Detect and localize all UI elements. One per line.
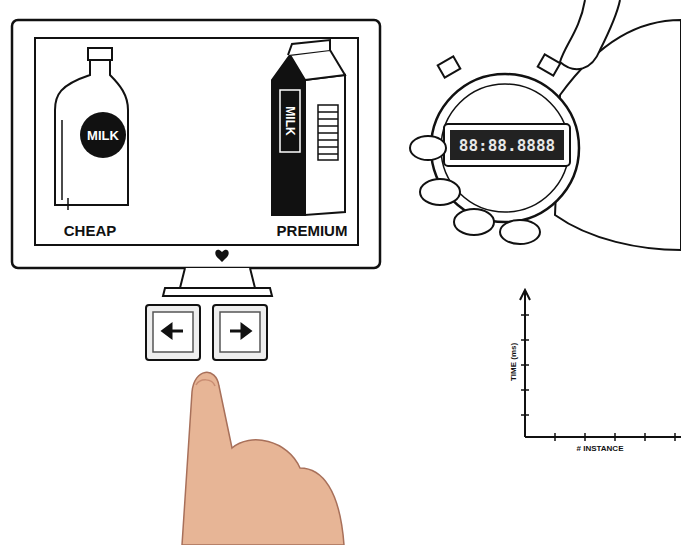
- x-axis: [525, 436, 681, 438]
- option-label: PREMIUM: [277, 222, 348, 239]
- carton-band: [280, 90, 300, 152]
- carton-seal: [288, 40, 330, 55]
- finger: [410, 136, 446, 160]
- carton-side: [305, 75, 345, 215]
- watch-button: [438, 56, 461, 77]
- finger: [454, 209, 494, 235]
- display-frame: [444, 124, 570, 166]
- carton-label-text: MILK: [283, 106, 297, 135]
- logo: [215, 250, 228, 262]
- right-key: [213, 305, 267, 360]
- bottle-shading: [62, 120, 68, 210]
- display-digits: 88:88.8888: [459, 136, 555, 155]
- fingernail: [196, 380, 215, 386]
- carton-top: [290, 50, 345, 80]
- milk-bottle: [55, 60, 128, 205]
- carton-stripes: [318, 105, 338, 160]
- monitor-screen: [35, 38, 358, 245]
- thumb: [560, 0, 620, 69]
- option-label: CHEAP: [64, 222, 117, 239]
- monitor-base: [163, 288, 272, 296]
- monitor-stand: [180, 268, 255, 288]
- left-key-top: [153, 312, 193, 352]
- axis-ticks: [521, 315, 675, 441]
- bottle-label-text: MILK: [87, 128, 119, 143]
- right-arrow: [230, 325, 250, 337]
- bottle-label: [80, 112, 126, 158]
- monitor-frame: [12, 20, 380, 268]
- pointing-hand: [182, 372, 344, 545]
- bottle-cap: [88, 48, 112, 60]
- watch-button: [538, 54, 561, 75]
- right-key-top: [220, 312, 260, 352]
- axis-title: # INSTANCE: [577, 444, 624, 453]
- stopwatch-display: 88:88.8888: [450, 130, 564, 160]
- axis-title: TIME (ms): [509, 343, 518, 381]
- cheap-milk-bottle: MILK CHEAP: [50, 40, 135, 240]
- y-axis: [520, 290, 530, 437]
- carton-front: [272, 55, 305, 215]
- finger: [500, 220, 540, 244]
- left-arrow: [163, 325, 183, 337]
- premium-milk-carton: MILK PREMIUM: [265, 40, 355, 240]
- left-key: [146, 305, 200, 360]
- finger: [420, 179, 460, 205]
